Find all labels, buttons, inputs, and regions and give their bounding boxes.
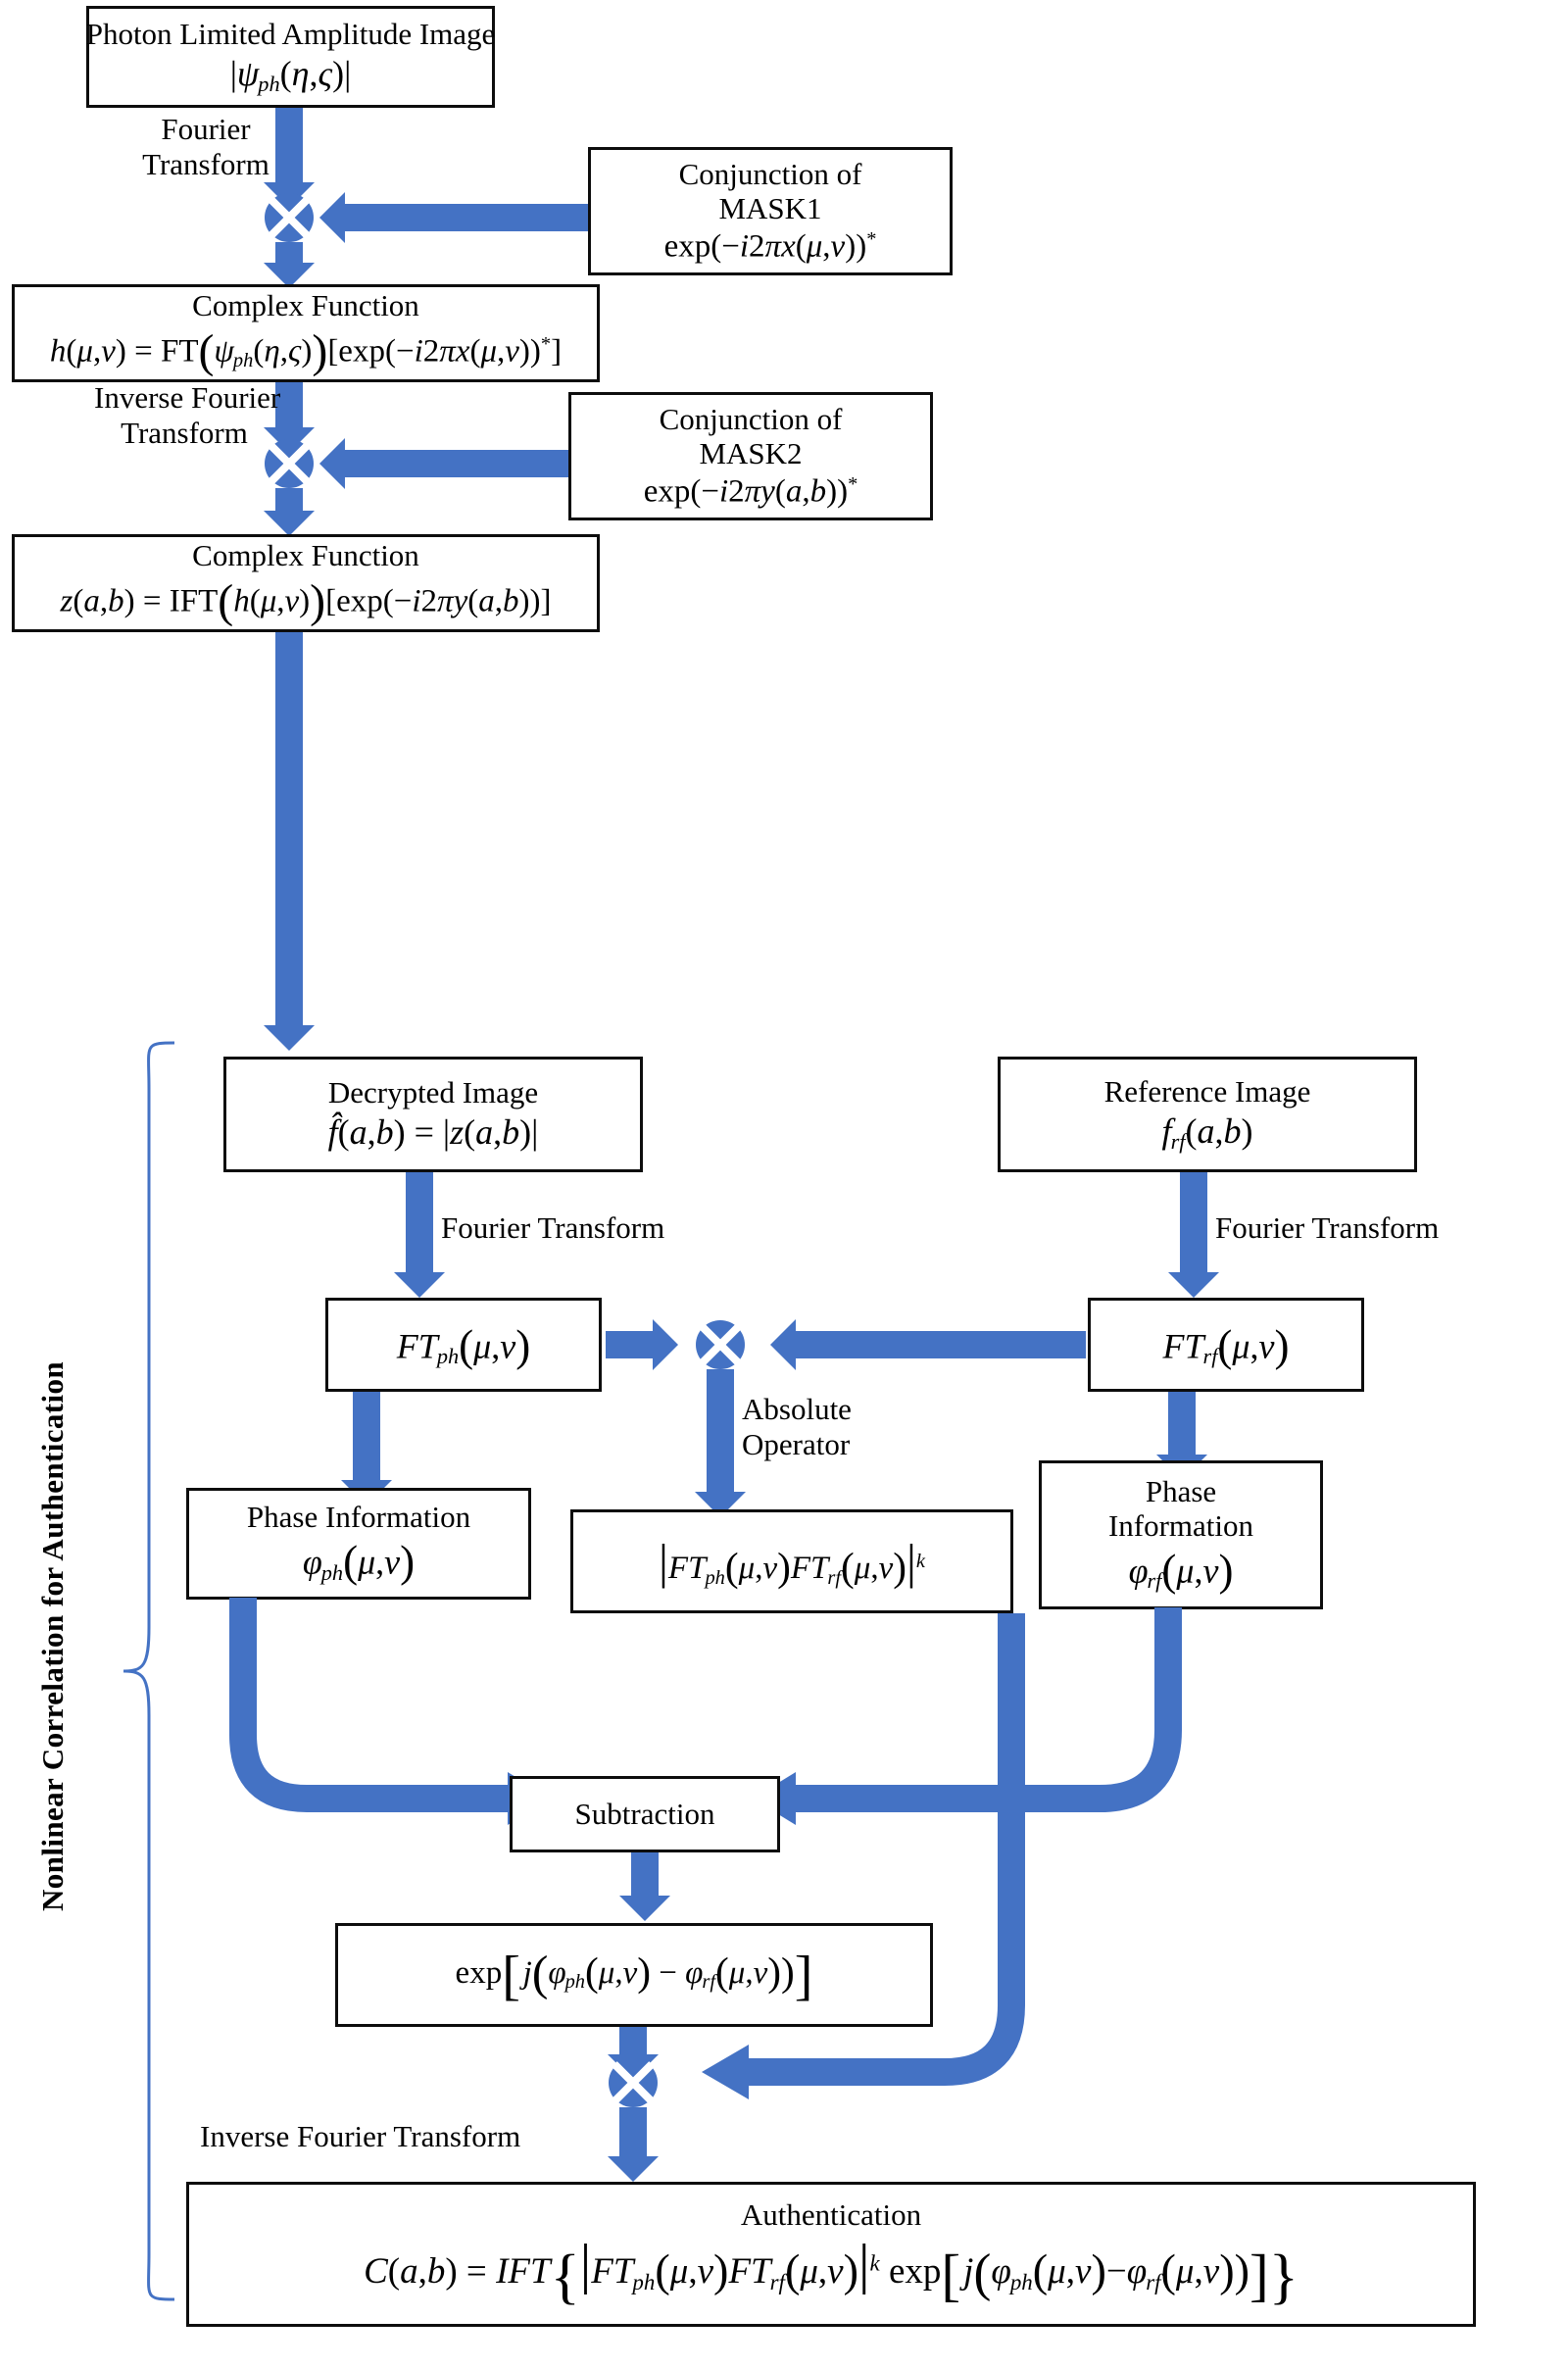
label-fourier-transform-1: Fourier Transform xyxy=(142,112,270,181)
box-phase-information-ph: Phase Information φph(μ,ν) xyxy=(186,1488,531,1600)
box-reference-image: Reference Image frf(a,b) xyxy=(998,1057,1417,1172)
phase-ph-formula: φph(μ,ν) xyxy=(302,1537,416,1587)
box-photon-limited-amplitude-image: Photon Limited Amplitude Image |ψph(η,ς)… xyxy=(86,6,495,108)
arrow-z-to-decrypted xyxy=(275,632,303,1032)
arrow-absolute-operator xyxy=(707,1369,734,1499)
authentication-title: Authentication xyxy=(740,2196,922,2232)
label-fourier-transform-left: Fourier Transform xyxy=(441,1210,665,1245)
vertical-label-nonlinear-correlation: Nonlinear Correlation for Authentication xyxy=(35,1360,70,1911)
arrow-fourier-transform-left xyxy=(406,1172,433,1278)
box-conjunction-mask1: Conjunction of MASK1 exp(−i2πx(μ,ν))* xyxy=(588,147,953,275)
label-absolute-operator: Absolute Operator xyxy=(742,1392,852,1461)
arrow-ftph-to-multiplier xyxy=(606,1331,655,1358)
phase-rf-formula: φrf(μ,ν) xyxy=(1128,1545,1234,1595)
arrow-left-icon-1 xyxy=(319,192,345,243)
ft-rf-formula: FTrf(μ,ν) xyxy=(1162,1320,1290,1370)
ft-ph-formula: FTph(μ,ν) xyxy=(396,1320,531,1370)
arrow-inverse-fourier-bottom xyxy=(619,2107,647,2164)
arrow-fourier-transform-1 xyxy=(275,108,303,188)
phase-rf-title-2: Information xyxy=(1107,1507,1254,1543)
multiply-circle-icon-3 xyxy=(696,1320,745,1369)
box-complex-function-h: Complex Function h(μ,ν) = FT(ψph(η,ς))[e… xyxy=(12,284,600,382)
arrow-down-icon-6 xyxy=(394,1272,445,1298)
arrow-subtraction-to-exp xyxy=(631,1852,659,1901)
mask2-line1: Conjunction of xyxy=(659,402,843,437)
box-ft-ph: FTph(μ,ν) xyxy=(325,1298,602,1392)
box-subtraction: Subtraction xyxy=(510,1776,780,1852)
exp-phase-formula: exp[ j(φph(μ,ν) − φrf(μ,ν))] xyxy=(455,1945,813,2006)
box-authentication: Authentication C(a,b) = IFT{|FTph(μ,ν)FT… xyxy=(186,2182,1476,2327)
complex-h-title: Complex Function xyxy=(192,287,419,322)
label-inverse-fourier-bottom: Inverse Fourier Transform xyxy=(200,2119,521,2153)
mask2-formula: exp(−i2πy(a,b))* xyxy=(643,472,858,509)
label-inverse-fourier-transform: Inverse Fourier Transform xyxy=(94,380,281,450)
multiply-circle-icon-4 xyxy=(609,2058,658,2107)
arrow-down-icon-5 xyxy=(264,1025,315,1051)
multiply-circle-icon-1 xyxy=(265,193,314,242)
box-conjunction-mask2: Conjunction of MASK2 exp(−i2πy(a,b))* xyxy=(568,392,933,520)
arrow-inverse-fourier-transform xyxy=(275,382,303,433)
phase-rf-title-1: Phase xyxy=(1145,1474,1217,1509)
multiply-circle-icon-2 xyxy=(265,439,314,488)
arrow-absolute-product-to-multiplier xyxy=(702,1613,1025,2099)
label-fourier-transform-right: Fourier Transform xyxy=(1215,1210,1440,1245)
arrow-ftph-to-phase xyxy=(353,1392,380,1486)
absolute-product-formula: |FTph(μ,ν)FTrf(μ,ν)|k xyxy=(659,1535,925,1590)
decrypted-title: Decrypted Image xyxy=(327,1075,539,1110)
arrow-down-icon-11 xyxy=(619,1896,670,1921)
arrow-ftrf-to-multiplier xyxy=(796,1331,1086,1358)
mask1-line2: MASK1 xyxy=(718,190,822,225)
arrow-down-icon-13 xyxy=(608,2156,659,2182)
decrypted-formula: f̂(a,b) = |z(a,b)| xyxy=(327,1112,539,1153)
box-complex-function-z: Complex Function z(a,b) = IFT(h(μ,ν))[ex… xyxy=(12,534,600,632)
complex-h-formula: h(μ,ν) = FT(ψph(η,ς))[exp(−i2πx(μ,ν))*] xyxy=(49,324,563,377)
mask1-line1: Conjunction of xyxy=(678,157,862,192)
arrow-right-icon-1 xyxy=(653,1319,678,1370)
arrow-down-icon-2 xyxy=(264,263,315,288)
arrow-fourier-transform-right xyxy=(1180,1172,1207,1278)
arrow-mask1-to-multiplier xyxy=(345,204,590,231)
box-ft-rf: FTrf(μ,ν) xyxy=(1088,1298,1364,1392)
mask2-line2: MASK2 xyxy=(699,435,803,470)
arrow-ftrf-to-phase xyxy=(1168,1392,1196,1460)
arrow-left-icon-2 xyxy=(319,438,345,489)
subtraction-label: Subtraction xyxy=(574,1796,715,1831)
box-decrypted-image: Decrypted Image f̂(a,b) = |z(a,b)| xyxy=(223,1057,643,1172)
reference-title: Reference Image xyxy=(1103,1074,1311,1110)
arrow-down-icon-7 xyxy=(1168,1272,1219,1298)
box-absolute-product: |FTph(μ,ν)FTrf(μ,ν)|k xyxy=(570,1509,1013,1613)
arrow-down-icon-4 xyxy=(264,511,315,536)
complex-z-title: Complex Function xyxy=(192,537,419,572)
authentication-formula: C(a,b) = IFT{|FTph(μ,ν)FTrf(μ,ν)|k exp[ … xyxy=(364,2234,1298,2311)
mask1-formula: exp(−i2πx(μ,ν))* xyxy=(663,227,877,264)
box-phase-information-rf: Phase Information φrf(μ,ν) xyxy=(1039,1460,1323,1609)
box-exp-phase-difference: exp[ j(φph(μ,ν) − φrf(μ,ν))] xyxy=(335,1923,933,2027)
photon-input-title: Photon Limited Amplitude Image xyxy=(85,17,496,52)
complex-z-formula: z(a,b) = IFT(h(μ,ν))[exp(−i2πy(a,b))] xyxy=(60,574,552,627)
authentication-brace xyxy=(122,1041,175,2301)
photon-input-formula: |ψph(η,ς)| xyxy=(229,53,352,96)
reference-formula: frf(a,b) xyxy=(1161,1110,1253,1154)
arrow-left-icon-3 xyxy=(770,1319,796,1370)
arrow-mask2-to-multiplier xyxy=(345,450,570,477)
phase-ph-title: Phase Information xyxy=(246,1500,471,1535)
